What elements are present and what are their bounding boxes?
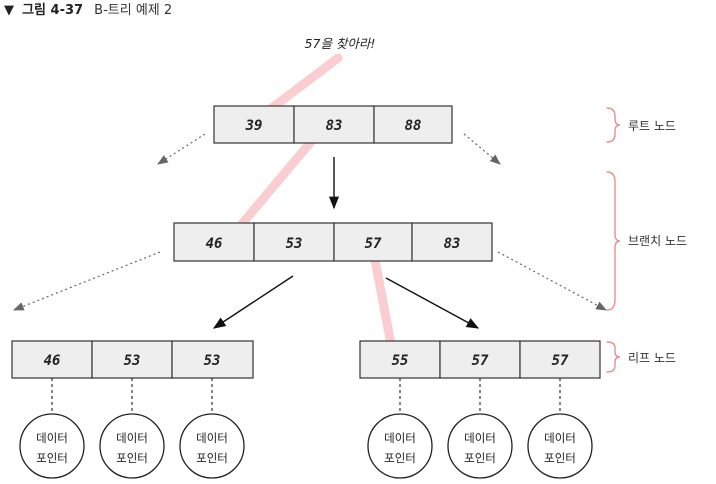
leaf-cell: 57 (439, 340, 521, 379)
pointer-line1: 데이터 (196, 431, 228, 445)
tree-edges (12, 133, 607, 329)
branch-right-dotted-arrow (497, 251, 607, 311)
leaf-key: 46 (44, 353, 61, 369)
leaf-key: 53 (124, 353, 141, 369)
data-pointer: 데이터 포인터 (179, 378, 245, 479)
root-brace (606, 107, 621, 143)
root-left-dotted-arrow (157, 133, 206, 165)
pointer-line1: 데이터 (116, 431, 148, 445)
pointer-line2: 포인터 (544, 451, 576, 465)
figure-number: 그림 4-37 (22, 3, 83, 18)
search-path (225, 53, 489, 365)
root-cell: 88 (373, 105, 453, 144)
leaf-level-label: 리프 노드 (628, 351, 676, 365)
data-pointer: 데이터 포인터 (447, 378, 513, 479)
branch-key: 83 (444, 236, 461, 252)
data-pointer: 데이터 포인터 (99, 378, 165, 479)
level-braces (606, 107, 621, 373)
branch-brace (606, 171, 621, 311)
root-key: 83 (326, 118, 343, 134)
leaf-cell: 57 (519, 340, 601, 379)
pointer-line1: 데이터 (384, 431, 416, 445)
search-label: 57을 찾아라! (305, 36, 376, 51)
branch-to-right-leaf-arrow (385, 277, 480, 329)
leaf-brace (606, 341, 621, 373)
data-pointer: 데이터 포인터 (527, 378, 593, 479)
leaf-key: 55 (392, 353, 409, 369)
branch-cell: 46 (173, 222, 255, 262)
branch-cell: 57 (333, 222, 413, 262)
data-pointer: 데이터 포인터 (367, 378, 433, 479)
leaf-cell: 55 (359, 340, 441, 379)
pointer-line1: 데이터 (36, 431, 68, 445)
branch-cell: 83 (411, 222, 493, 262)
leaf-node-left: 46 53 53 (11, 340, 254, 379)
figure-caption: ▼ 그림 4-37 B-트리 예제 2 (4, 0, 172, 18)
branch-node: 46 53 57 83 (173, 222, 493, 262)
root-node: 39 83 88 (213, 105, 453, 144)
caption-marker: ▼ (4, 3, 14, 18)
pointer-line2: 포인터 (36, 451, 68, 465)
pointer-line1: 데이터 (544, 431, 576, 445)
figure-title: B-트리 예제 2 (94, 3, 172, 18)
root-level-label: 루트 노드 (628, 119, 676, 133)
pointer-line2: 포인터 (464, 451, 496, 465)
pointer-line2: 포인터 (196, 451, 228, 465)
root-key: 39 (245, 118, 263, 134)
leaf-node-right: 55 57 57 (359, 340, 601, 379)
branch-key: 46 (206, 236, 223, 252)
pointer-line1: 데이터 (464, 431, 496, 445)
root-right-dotted-arrow (463, 133, 501, 165)
leaf-key: 57 (472, 353, 489, 369)
branch-left-dotted-arrow (12, 251, 161, 311)
data-pointer: 데이터 포인터 (19, 378, 85, 479)
branch-cell: 53 (253, 222, 335, 262)
data-pointers: 데이터 포인터 데이터 포인터 데이터 포인터 데이터 포인터 데이터 포인터 (19, 378, 593, 479)
leaf-key: 57 (552, 353, 569, 369)
branch-key: 57 (365, 236, 382, 252)
branch-to-left-leaf-arrow (212, 275, 294, 329)
leaf-cell: 53 (91, 340, 173, 379)
root-key: 88 (405, 118, 422, 134)
root-cell: 39 (213, 105, 295, 144)
pointer-line2: 포인터 (384, 451, 416, 465)
leaf-key: 53 (204, 353, 221, 369)
branch-level-label: 브랜치 노드 (628, 234, 687, 248)
root-cell: 83 (293, 105, 375, 144)
leaf-cell: 53 (171, 340, 254, 379)
leaf-cell: 46 (11, 340, 93, 379)
pointer-line2: 포인터 (116, 451, 148, 465)
branch-key: 53 (286, 236, 303, 252)
